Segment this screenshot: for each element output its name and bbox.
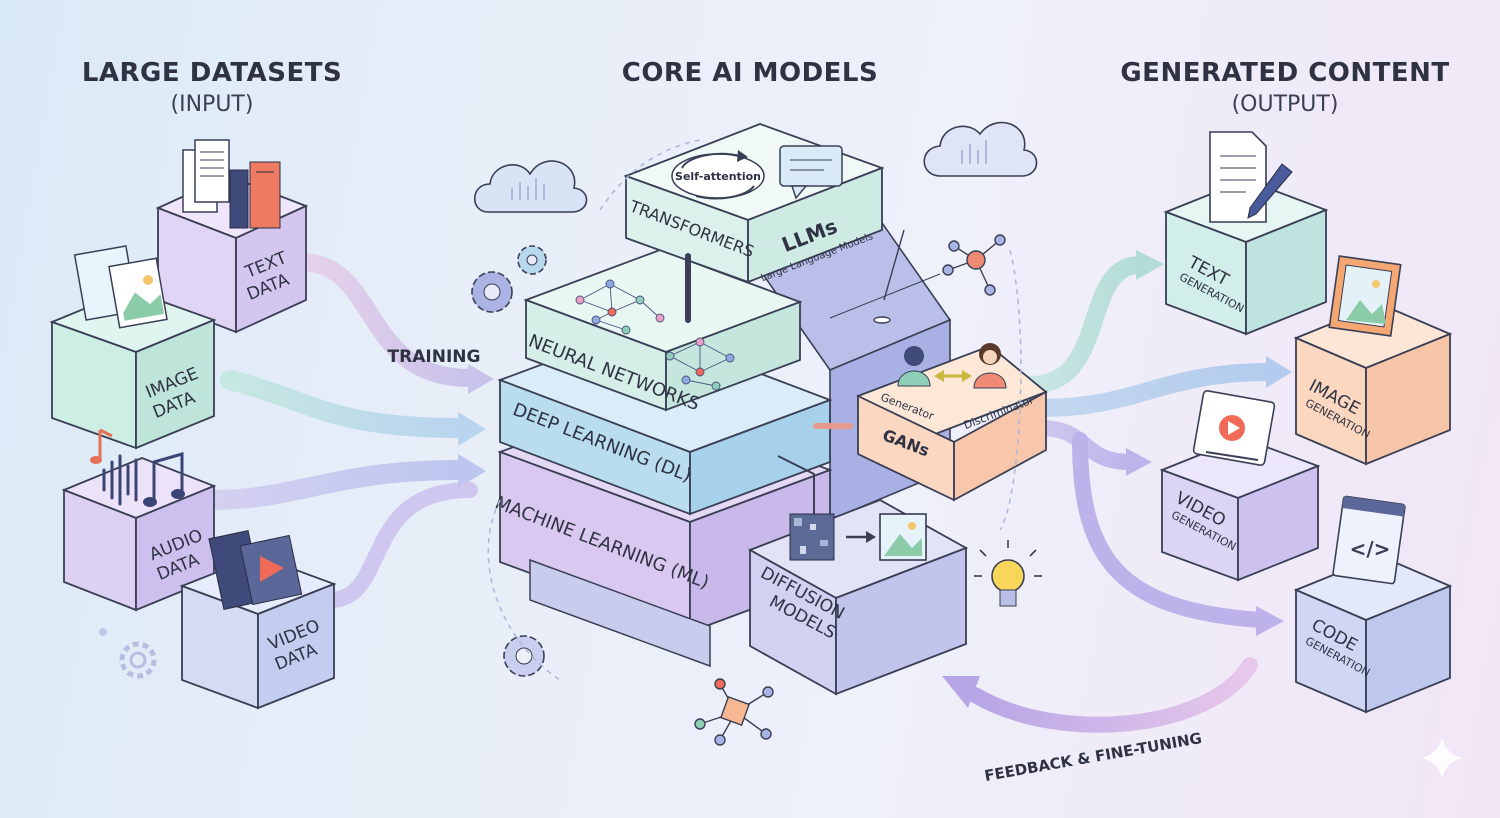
svg-text:</>: </> bbox=[1350, 537, 1391, 561]
code-window-icon: </> bbox=[1332, 495, 1406, 585]
gear-cluster-icon bbox=[471, 245, 547, 313]
cube-video-generation bbox=[1159, 437, 1321, 582]
network-node-icon-top bbox=[942, 234, 1006, 296]
framed-picture-icon bbox=[1328, 255, 1402, 337]
text-docs-icon bbox=[182, 139, 230, 213]
input-heading: LARGE DATASETS bbox=[81, 58, 343, 88]
arrow-video-to-core bbox=[322, 482, 478, 608]
arrow-to-image-gen bbox=[1031, 363, 1279, 417]
cube-image-generation bbox=[1293, 303, 1453, 466]
landscape-image-icon bbox=[879, 513, 927, 561]
arrow-head-text-gen bbox=[1136, 250, 1164, 280]
cloud-icon-right bbox=[923, 121, 1038, 177]
block-gans bbox=[856, 344, 1048, 502]
books-icon bbox=[229, 161, 281, 229]
arrow-audio-to-core bbox=[200, 460, 470, 510]
output-subheading: (OUTPUT) bbox=[1231, 92, 1339, 117]
core-heading: CORE AI MODELS bbox=[621, 58, 879, 88]
arrow-head-video-gen bbox=[1126, 448, 1152, 476]
arrow-to-text-gen bbox=[1021, 256, 1149, 394]
arrow-head-audio bbox=[458, 454, 486, 488]
speech-bubble-icon bbox=[779, 145, 843, 200]
label-self-attention: Self-attention bbox=[675, 170, 761, 183]
gear-icon-bottom bbox=[503, 635, 545, 677]
gear-icon bbox=[99, 628, 157, 679]
discriminator-avatar bbox=[973, 343, 1007, 389]
self-attention-icon bbox=[671, 150, 765, 200]
feedback-label: FEEDBACK & FINE-TUNING bbox=[983, 729, 1203, 785]
dashed-guides bbox=[487, 139, 1022, 681]
arrow-head-image-gen bbox=[1266, 356, 1292, 388]
input-arrows bbox=[200, 253, 494, 608]
arrow-head-code-gen bbox=[1256, 606, 1284, 636]
arrow-head-image bbox=[458, 412, 486, 446]
arrow-image-to-core bbox=[220, 370, 470, 438]
cube-code-generation bbox=[1293, 555, 1453, 714]
video-player-icon bbox=[1192, 390, 1276, 466]
output-arrows bbox=[942, 250, 1292, 733]
arrow-head-text bbox=[468, 364, 494, 394]
document-pen-icon bbox=[1209, 131, 1293, 223]
feedback-arc bbox=[967, 657, 1258, 733]
arrow-to-code-gen bbox=[1072, 432, 1268, 628]
lightbulb-icon bbox=[974, 540, 1042, 607]
noise-image-icon bbox=[789, 513, 876, 561]
arrow-text-to-core bbox=[291, 253, 479, 387]
cube-text-generation bbox=[1163, 179, 1329, 336]
network-node-icon-bottom bbox=[694, 678, 774, 746]
swap-arrows-icon bbox=[934, 370, 972, 382]
generator-avatar bbox=[897, 346, 931, 387]
music-note-icon bbox=[90, 428, 185, 507]
core-connectors bbox=[777, 229, 905, 520]
audio-waveform-icon bbox=[102, 454, 138, 506]
training-label: TRAINING bbox=[388, 347, 481, 367]
film-reel-icon bbox=[208, 530, 303, 610]
neural-net-icon bbox=[575, 279, 735, 391]
cloud-icon-left bbox=[474, 160, 588, 213]
cube-audio-data bbox=[61, 457, 217, 612]
arrow-head-feedback bbox=[942, 676, 980, 708]
image-frames-icon bbox=[73, 245, 168, 329]
sparkle-icon bbox=[1422, 738, 1462, 778]
input-subheading: (INPUT) bbox=[170, 92, 254, 117]
output-heading: GENERATED CONTENT bbox=[1120, 58, 1450, 88]
